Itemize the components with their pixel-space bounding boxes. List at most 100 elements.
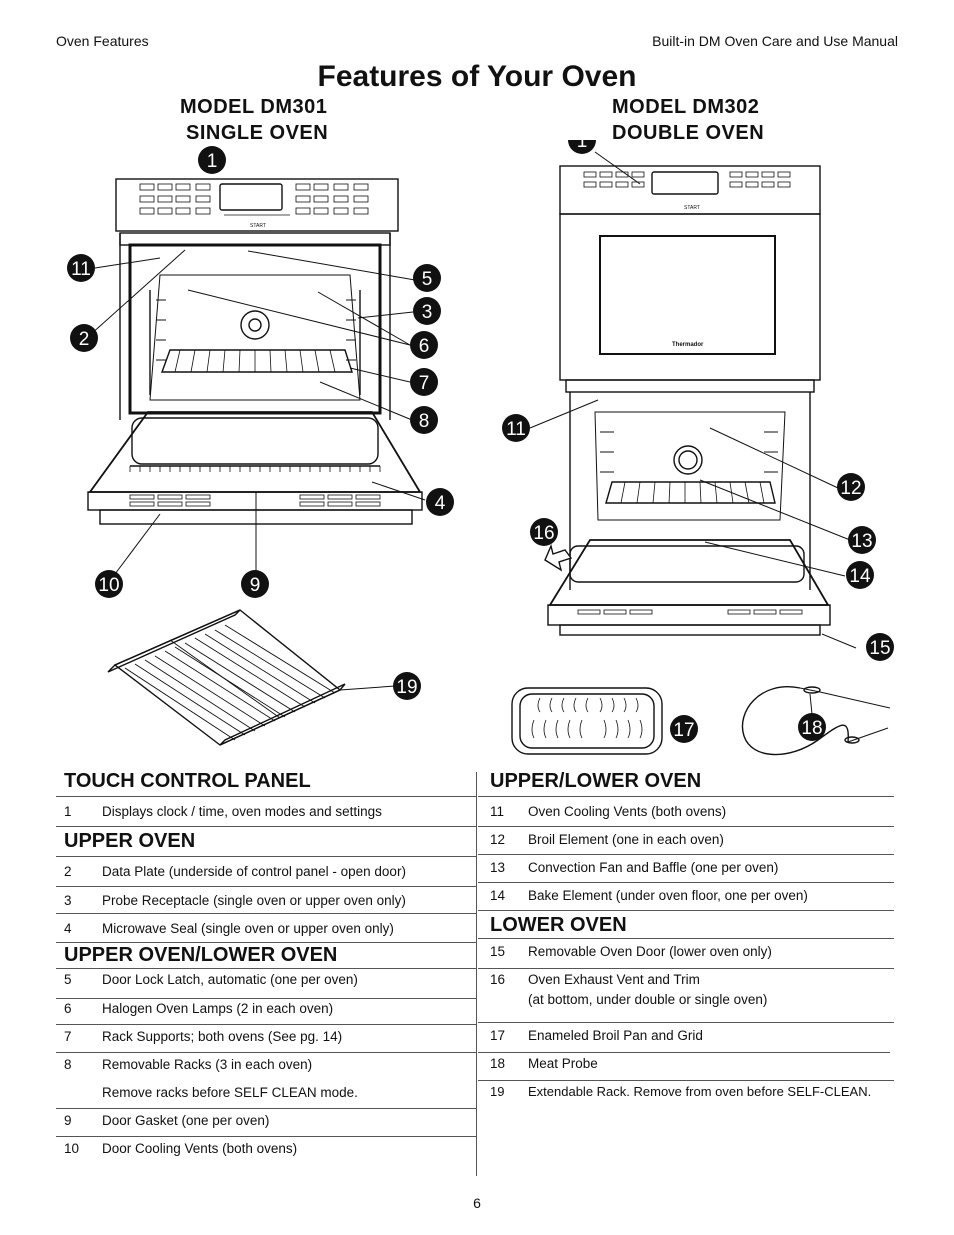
legend-number: 11 bbox=[490, 804, 505, 819]
legend-row: 8 Removable Racks (3 in each oven) bbox=[64, 1051, 476, 1079]
column-divider bbox=[476, 772, 477, 1176]
svg-text:14: 14 bbox=[849, 566, 871, 587]
legend-row: 1 Displays clock / time, oven modes and s… bbox=[64, 798, 476, 826]
model-double-subheading: DOUBLE OVEN bbox=[612, 122, 765, 144]
legend-number: 16 bbox=[490, 972, 506, 987]
callout-12: 12 bbox=[837, 473, 865, 501]
legend-text: Removable Racks (3 in each oven) bbox=[102, 1057, 313, 1072]
callout-11-double: 11 bbox=[502, 414, 530, 442]
legend-number: 8 bbox=[64, 1057, 72, 1072]
single-oven-drawing: START bbox=[87, 178, 426, 579]
legend-text: Rack Supports; both ovens (See pg. 14) bbox=[102, 1029, 343, 1044]
rule bbox=[56, 796, 476, 797]
rule bbox=[478, 910, 894, 911]
legend-text: Microwave Seal (single oven or upper ove… bbox=[102, 921, 394, 936]
header-manual-title: Built-in DM Oven Care and Use Manual bbox=[652, 33, 898, 49]
svg-text:8: 8 bbox=[419, 411, 430, 432]
legend-text: Door Lock Latch, automatic (one per oven… bbox=[102, 972, 358, 987]
broil-pan-drawing bbox=[511, 687, 663, 755]
rule bbox=[56, 1052, 476, 1053]
callout-19: 19 bbox=[393, 672, 421, 700]
callout-3: 3 bbox=[413, 297, 441, 325]
svg-text:1: 1 bbox=[207, 151, 218, 172]
svg-text:17: 17 bbox=[673, 720, 694, 741]
callout-10: 10 bbox=[95, 570, 123, 598]
rule bbox=[56, 1136, 476, 1137]
legend-text: Data Plate (underside of control panel -… bbox=[102, 864, 406, 879]
rule bbox=[56, 913, 476, 914]
rule bbox=[478, 938, 894, 939]
section-title-upper-oven: UPPER OVEN bbox=[64, 830, 196, 852]
rule bbox=[56, 826, 476, 827]
oven-features-illustration: START bbox=[67, 140, 894, 756]
legend-number: 2 bbox=[64, 864, 72, 879]
callout-1-double: 1 bbox=[568, 140, 596, 154]
svg-text:12: 12 bbox=[840, 478, 861, 499]
callout-4: 4 bbox=[426, 488, 454, 516]
legend-text: Door Gasket (one per oven) bbox=[102, 1113, 270, 1128]
rule bbox=[478, 826, 894, 827]
legend-number: 3 bbox=[64, 893, 72, 908]
legend-row: 15 Removable Oven Door (lower oven only) bbox=[490, 938, 894, 966]
legend-text: Enameled Broil Pan and Grid bbox=[528, 1028, 703, 1043]
svg-text:4: 4 bbox=[435, 493, 446, 514]
section-title-touch-control-panel: TOUCH CONTROL PANEL bbox=[64, 770, 311, 792]
legend-number: 15 bbox=[490, 944, 506, 959]
legend-text: Door Cooling Vents (both ovens) bbox=[102, 1141, 298, 1156]
legend-number: 1 bbox=[64, 804, 72, 819]
legend-text: Remove racks before SELF CLEAN mode. bbox=[102, 1085, 358, 1100]
rule bbox=[478, 1080, 894, 1081]
callout-13: 13 bbox=[848, 526, 876, 554]
extendable-rack-drawing bbox=[107, 609, 396, 746]
svg-text:18: 18 bbox=[801, 718, 822, 739]
model-single-heading: MODEL DM301 bbox=[180, 96, 328, 118]
callout-18: 18 bbox=[798, 713, 826, 741]
double-oven-drawing: START Thermador bbox=[529, 151, 857, 649]
svg-text:11: 11 bbox=[71, 259, 91, 280]
rule bbox=[478, 796, 894, 797]
legend-row: 10 Door Cooling Vents (both ovens) bbox=[64, 1135, 476, 1163]
legend-text: Bake Element (under oven floor, one per … bbox=[528, 888, 808, 903]
rule bbox=[478, 882, 894, 883]
rule bbox=[478, 854, 894, 855]
legend-number: 6 bbox=[64, 1001, 72, 1016]
double-panel-start-label: START bbox=[684, 205, 700, 211]
svg-text:16: 16 bbox=[533, 523, 554, 544]
legend-text: Meat Probe bbox=[528, 1056, 598, 1071]
rule bbox=[478, 968, 894, 969]
callout-17: 17 bbox=[670, 715, 698, 743]
callout-8: 8 bbox=[410, 406, 438, 434]
callout-1-single: 1 bbox=[198, 146, 226, 174]
page-title: Features of Your Oven bbox=[317, 60, 637, 93]
meat-probe-drawing bbox=[741, 686, 891, 756]
legend-text: Broil Element (one in each oven) bbox=[528, 832, 724, 847]
rule bbox=[56, 856, 476, 857]
legend-text: Oven Cooling Vents (both ovens) bbox=[528, 804, 727, 819]
legend-number: 12 bbox=[490, 832, 506, 847]
rule bbox=[478, 1052, 890, 1053]
legend-number: 10 bbox=[64, 1141, 80, 1156]
svg-text:2: 2 bbox=[79, 329, 90, 350]
rule bbox=[56, 998, 476, 999]
callout-6: 6 bbox=[410, 331, 438, 359]
legend-text: Convection Fan and Baffle (one per oven) bbox=[528, 860, 779, 875]
callout-9: 9 bbox=[241, 570, 269, 598]
callout-7: 7 bbox=[410, 368, 438, 396]
legend-text: (at bottom, under double or single oven) bbox=[528, 992, 768, 1007]
legend-row: Remove racks before SELF CLEAN mode. bbox=[64, 1079, 476, 1107]
svg-text:11: 11 bbox=[506, 419, 526, 440]
svg-text:1: 1 bbox=[577, 140, 588, 152]
legend-text: Removable Oven Door (lower oven only) bbox=[528, 944, 772, 959]
legend-text: Displays clock / time, oven modes and se… bbox=[102, 804, 382, 819]
